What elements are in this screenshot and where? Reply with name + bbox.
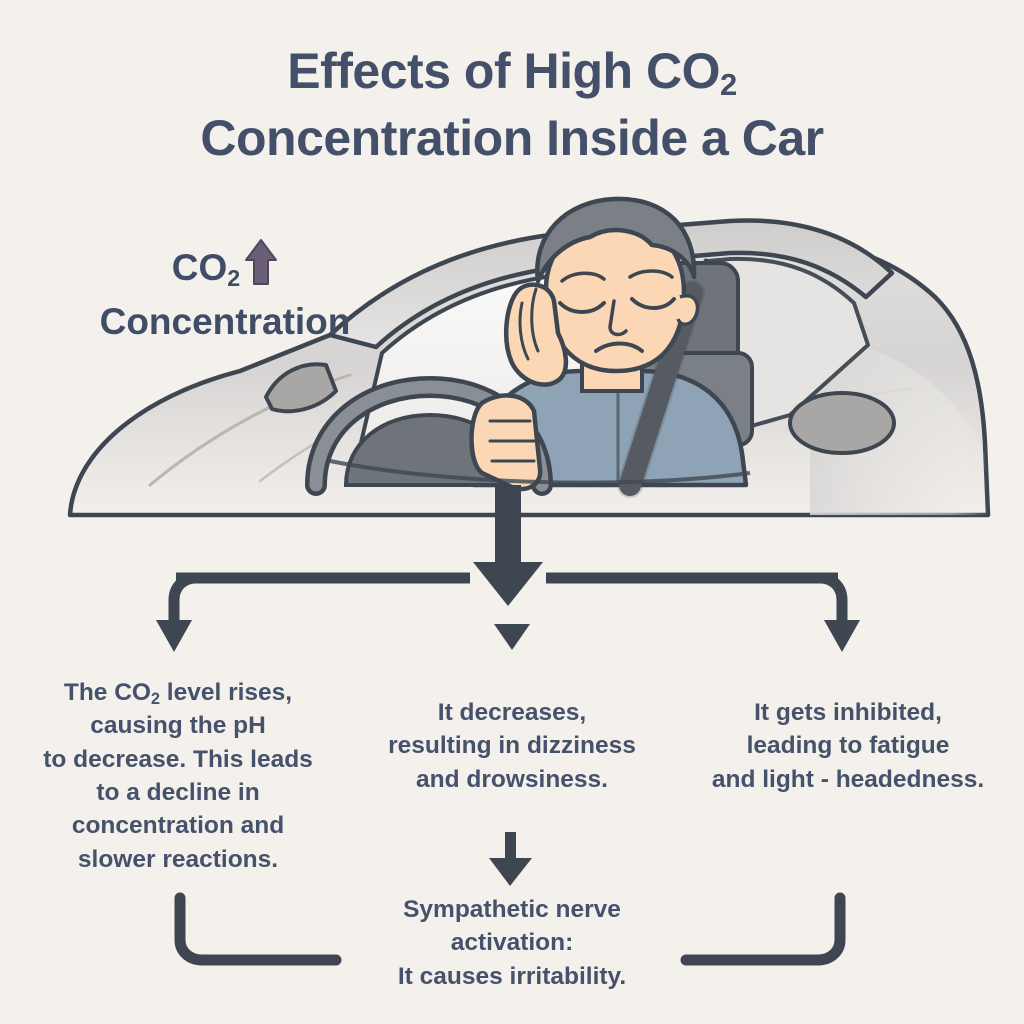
tired-driver-in-car-illustration [30,185,994,605]
branch-left-line-6: slower reactions. [77,845,279,873]
branch-text-right: It gets inhibited, leading to fatigue an… [678,696,1018,796]
right-return-elbow [680,892,846,966]
driver-head [535,196,700,374]
side-mirror [788,391,896,455]
branch-center-line-1: It decreases, [437,699,587,726]
branch-left-line-5: concentration and [71,812,285,840]
dashboard-edge [329,459,751,485]
branch-text-bottom: Sympathetic nerve activation: It causes … [352,893,672,993]
co2-concentration-label: CO2 Concentration [60,238,390,342]
branch-bottom-line-2: activation: [450,929,574,957]
branch-bottom-line-1: Sympathetic nerve [403,896,621,923]
co2-text: CO2 [171,247,241,291]
branch-right-line-3: and light - headedness. [711,765,985,793]
branch-left-line-1: The CO2 level rises, [63,679,293,708]
driver-hand-on-temple [504,282,569,387]
branch-right-line-1: It gets inhibited, [754,699,942,726]
left-return-elbow [174,892,342,966]
branch-text-left: The CO2 level rises, causing the pH to d… [8,676,348,876]
title-line-2: Concentration Inside a Car [200,109,824,166]
driver-hand-on-wheel [469,393,543,492]
title-line-1: Effects of High CO2 [287,43,737,103]
branch-left-line-2: causing the pH [90,712,266,740]
co2-concentration-word: Concentration [99,300,351,342]
center-to-bottom-arrow [489,832,532,886]
center-small-triangle-arrow [494,624,530,650]
up-arrow-icon [244,238,278,294]
branch-left-line-3: to decrease. This leads [43,745,313,773]
branch-text-center: It decreases, resulting in dizziness and… [352,696,672,796]
branch-center-line-2: resulting in dizziness [388,732,636,760]
page-title: Effects of High CO2 Concentration Inside… [0,38,1024,171]
branch-bottom-line-3: It causes irritability. [397,962,627,990]
left-side-mirror [264,362,338,414]
co2-row: CO2 [60,238,390,298]
co2-subscript: 2 [227,264,241,291]
car-greenhouse [327,218,895,350]
branch-left-subscript: 2 [150,689,160,708]
title-subscript: 2 [719,67,737,103]
branch-center-line-3: and drowsiness. [416,765,608,793]
branch-left-line-4: to a decline in [96,778,260,806]
branch-right-line-2: leading to fatigue [746,732,950,760]
